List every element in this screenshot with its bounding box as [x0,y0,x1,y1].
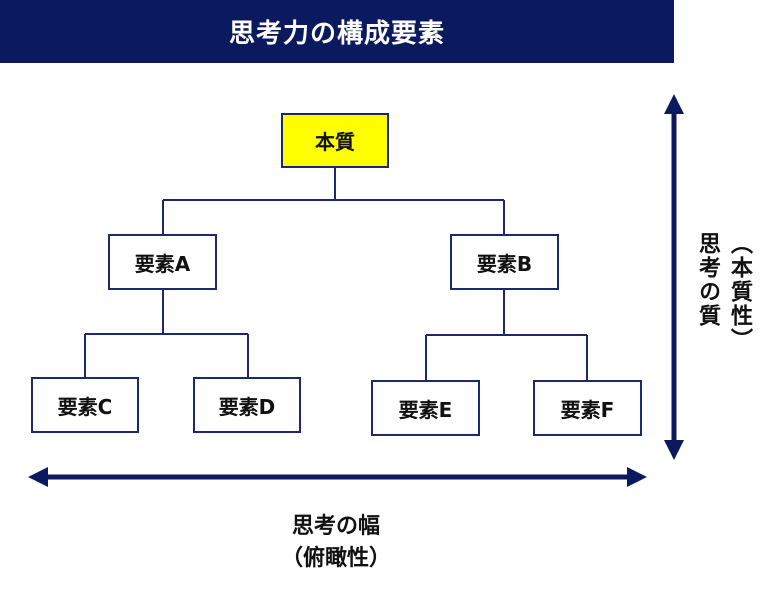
node-element-d: 要素D [193,377,301,433]
horizontal-axis-label-1: 思考の幅 [291,514,380,539]
node-element-e: 要素E [371,380,480,436]
node-element-f: 要素F [533,380,642,436]
vertical-axis-label-2: （本質性） [727,232,752,352]
diagram-title: 思考力の構成要素 [0,0,674,63]
node-element-a: 要素A [108,234,217,290]
horizontal-double-arrow [28,467,647,487]
node-element-b: 要素B [450,234,559,290]
node-root: 本質 [281,113,389,168]
vertical-double-arrow [664,94,684,460]
vertical-axis-label-1: 思考の質 [695,232,720,328]
node-element-c: 要素C [31,377,139,433]
horizontal-axis-label-2: （俯瞰性） [280,546,391,571]
